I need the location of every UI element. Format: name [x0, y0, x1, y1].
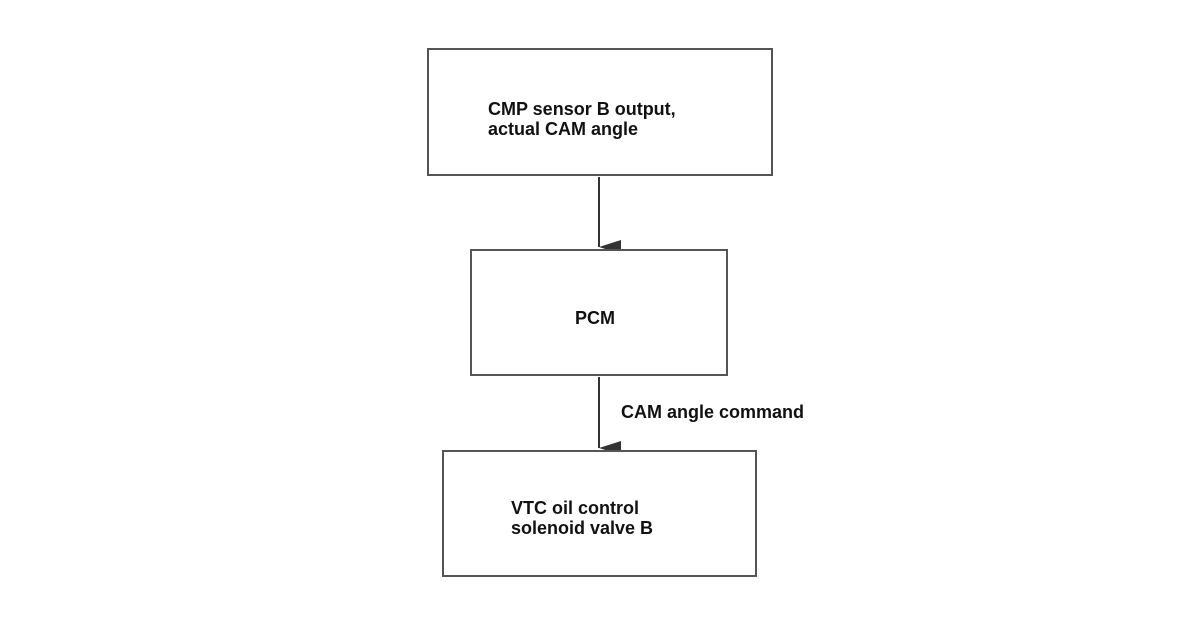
- vtc-valve-label: VTC oil control solenoid valve B: [511, 498, 653, 538]
- pcm-label: PCM: [575, 308, 615, 328]
- cmp-sensor-label-line1: CMP sensor B output,: [488, 99, 676, 119]
- cmp-sensor-label: CMP sensor B output, actual CAM angle: [488, 99, 676, 139]
- cmp-sensor-box: [427, 48, 773, 176]
- cmp-sensor-label-line2: actual CAM angle: [488, 119, 639, 139]
- pcm-label-text: PCM: [575, 308, 615, 328]
- vtc-valve-box: [442, 450, 757, 577]
- cam-angle-command-label: CAM angle command: [621, 402, 805, 422]
- vtc-valve-label-line2: solenoid valve B: [511, 518, 654, 538]
- pcm-box: [470, 249, 728, 376]
- vtc-valve-label-line1: VTC oil control: [511, 498, 639, 518]
